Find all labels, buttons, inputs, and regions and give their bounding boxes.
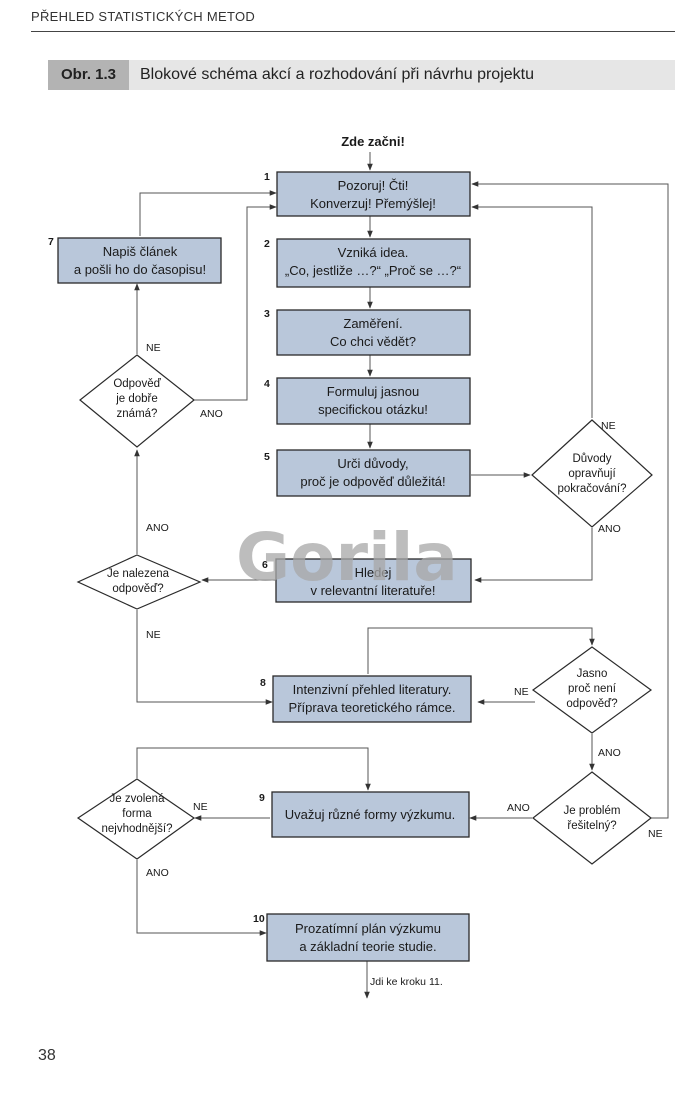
decision-problem-solvable: Je problém řešitelný? [532,771,652,865]
svg-text:Hledej: Hledej [355,565,392,580]
svg-text:a základní teorie studie.: a základní teorie studie. [299,939,436,954]
svg-text:Je zvolená: Je zvolená [110,793,166,805]
branch-label-no: NE [146,629,161,641]
watermark: Gorila [236,519,458,596]
decision-reasons-justify: Důvody opravňují pokračování? [531,419,653,528]
svg-text:specifickou otázku!: specifickou otázku! [318,402,428,417]
header-rule [31,31,675,32]
svg-text:„Co, jestliže …?“ „Proč se …?“: „Co, jestliže …?“ „Proč se …?“ [285,263,461,278]
decision-answer-found: Je nalezena odpověď? [76,554,202,610]
svg-text:pokračování?: pokračování? [557,483,626,495]
svg-text:Vzniká idea.: Vzniká idea. [338,245,409,260]
step-5-box: Urči důvody, proč je odpověď důležitá! [276,449,471,497]
connectors [134,152,669,999]
branch-label-yes: ANO [146,522,169,534]
step-5-number: 5 [264,451,270,463]
svg-text:odpověď?: odpověď? [112,583,163,595]
svg-text:je dobře: je dobře [115,393,158,405]
page-number: 38 [38,1047,56,1064]
step-8-box: Intenzivní přehled literatury. Příprava … [272,675,472,723]
branch-label-yes: ANO [598,523,621,535]
step-7-number: 7 [48,236,54,248]
figure-label: Obr. 1.3 [48,60,129,90]
branch-label-no: NE [146,342,161,354]
branch-label-no: NE [648,828,663,840]
svg-text:Příprava teoretického rámce.: Příprava teoretického rámce. [289,700,456,715]
svg-text:řešitelný?: řešitelný? [567,820,616,832]
end-label: Jdi ke kroku 11. [370,976,443,988]
step-2-box: Vzniká idea. „Co, jestliže …?“ „Proč se … [276,238,471,288]
svg-text:opravňují: opravňují [568,468,616,480]
svg-text:v relevantní literatuře!: v relevantní literatuře! [310,583,435,598]
branch-label-yes: ANO [507,802,530,814]
step-4-box: Formuluj jasnou specifickou otázku! [276,377,471,425]
branch-label-yes: ANO [200,408,223,420]
step-6-box: Hledej v relevantní literatuře! [275,558,472,603]
svg-text:Formuluj jasnou: Formuluj jasnou [327,384,420,399]
svg-text:Pozoruj! Čti!: Pozoruj! Čti! [338,178,409,193]
decision-why-no-answer: Jasno proč není odpověď? [531,646,653,734]
svg-text:Konverzuj! Přemýšlej!: Konverzuj! Přemýšlej! [310,196,436,211]
decision-form-best: Je zvolená forma nejvhodnější? [76,778,196,860]
branch-label-no: NE [514,686,529,698]
svg-text:Prozatímní plán výzkumu: Prozatímní plán výzkumu [295,921,441,936]
svg-text:proč není: proč není [568,683,617,695]
svg-text:proč je odpověď důležitá!: proč je odpověď důležitá! [300,474,445,489]
step-3-number: 3 [264,308,270,320]
svg-text:forma: forma [122,808,152,820]
step-10-box: Prozatímní plán výzkumu a základní teori… [266,913,470,962]
svg-text:Je nalezena: Je nalezena [107,568,170,580]
svg-text:Zaměření.: Zaměření. [343,316,402,331]
svg-text:Urči důvody,: Urči důvody, [337,456,408,471]
step-1-box: Pozoruj! Čti! Konverzuj! Přemýšlej! [276,171,471,217]
svg-text:Co chci vědět?: Co chci vědět? [330,334,416,349]
step-6-number: 6 [262,559,268,571]
figure-title: Blokové schéma akcí a rozhodování při ná… [140,66,534,83]
svg-text:Důvody: Důvody [573,453,612,465]
branch-label-no: NE [193,801,208,813]
figure-caption-bar [48,60,675,90]
step-8-number: 8 [260,677,266,689]
branch-label-no: NE [601,420,616,432]
step-2-number: 2 [264,238,270,250]
step-9-box: Uvažuj různé formy výzkumu. [271,791,470,838]
svg-text:Intenzivní přehled literatury.: Intenzivní přehled literatury. [293,682,452,697]
svg-text:Jasno: Jasno [577,668,608,680]
svg-text:nejvhodnější?: nejvhodnější? [102,823,173,835]
step-10-number: 10 [253,913,265,925]
svg-text:a pošli ho do časopisu!: a pošli ho do časopisu! [74,262,206,277]
svg-text:Napiš článek: Napiš článek [103,244,178,259]
svg-text:Je problém: Je problém [564,805,621,817]
branch-label-yes: ANO [598,747,621,759]
decision-answer-known: Odpověď je dobře známá? [79,354,195,448]
running-head: PŘEHLED STATISTICKÝCH METOD [31,9,256,24]
svg-text:Odpověď: Odpověď [113,378,161,390]
branch-label-yes: ANO [146,867,169,879]
step-3-box: Zaměření. Co chci vědět? [276,309,471,356]
step-9-number: 9 [259,792,265,804]
svg-text:odpověď?: odpověď? [566,698,617,710]
start-label: Zde začni! [341,134,405,149]
step-4-number: 4 [264,378,270,390]
svg-text:známá?: známá? [117,408,158,420]
step-7-box: Napiš článek a pošli ho do časopisu! [57,237,222,284]
svg-text:Uvažuj různé formy výzkumu.: Uvažuj různé formy výzkumu. [285,807,456,822]
step-1-number: 1 [264,171,270,183]
